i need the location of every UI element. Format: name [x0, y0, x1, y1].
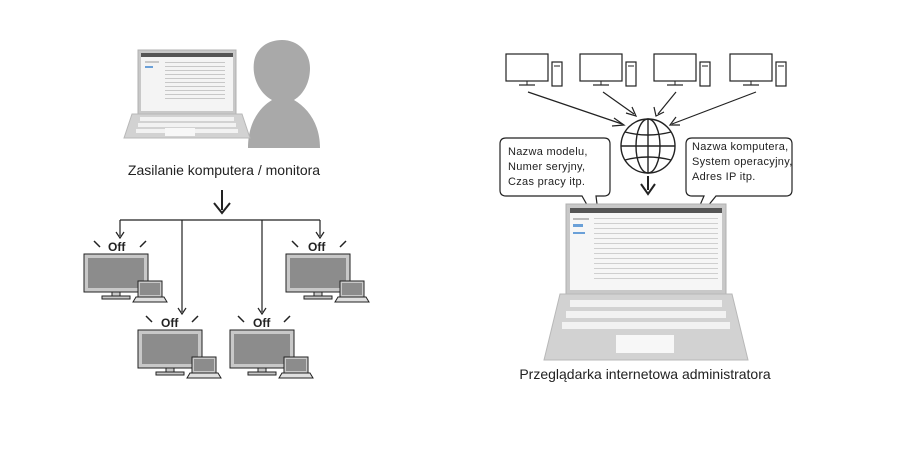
- arrowheads: [115, 231, 325, 316]
- down-arrow-icon: [213, 190, 231, 215]
- networked-pc-3: [653, 53, 711, 87]
- left-caption: Zasilanie komputera / monitora: [128, 162, 320, 178]
- info-bubble-left: Nazwa modelu, Numer seryjny, Czas pracy …: [499, 137, 611, 229]
- globe-down-arrow-icon: [640, 176, 656, 196]
- bubble-left-line-3: Czas pracy itp.: [508, 176, 585, 188]
- off-label: Off: [161, 316, 179, 330]
- person-silhouette-icon: [248, 40, 320, 148]
- off-label: Off: [308, 240, 326, 254]
- workstation-top-left: Off: [83, 240, 168, 303]
- off-label: Off: [108, 240, 126, 254]
- right-caption: Przeglądarka internetowa administratora: [519, 366, 771, 382]
- bubble-right-line-3: Adres IP itp.: [692, 171, 756, 183]
- networked-pc-4: [729, 53, 787, 87]
- admin-laptop-icon: [123, 49, 251, 139]
- admin-browser-laptop-icon: [543, 203, 749, 361]
- power-distribution-lines: [119, 219, 321, 312]
- workstation-bottom-right: Off: [229, 315, 314, 379]
- workstation-top-right: Off: [285, 240, 370, 303]
- bubble-left-line-1: Nazwa modelu,: [508, 146, 588, 158]
- info-bubble-right: Nazwa komputera, System operacyjny, Adre…: [685, 137, 793, 229]
- bubble-right-line-2: System operacyjny,: [692, 156, 793, 168]
- networked-pc-1: [505, 53, 563, 87]
- bubble-left-line-2: Numer seryjny,: [508, 161, 585, 173]
- network-arrows: [527, 91, 757, 127]
- workstation-bottom-left: Off: [137, 315, 222, 379]
- bubble-right-line-1: Nazwa komputera,: [692, 141, 789, 153]
- globe-icon: [620, 118, 676, 174]
- off-label: Off: [253, 316, 271, 330]
- networked-pc-2: [579, 53, 637, 87]
